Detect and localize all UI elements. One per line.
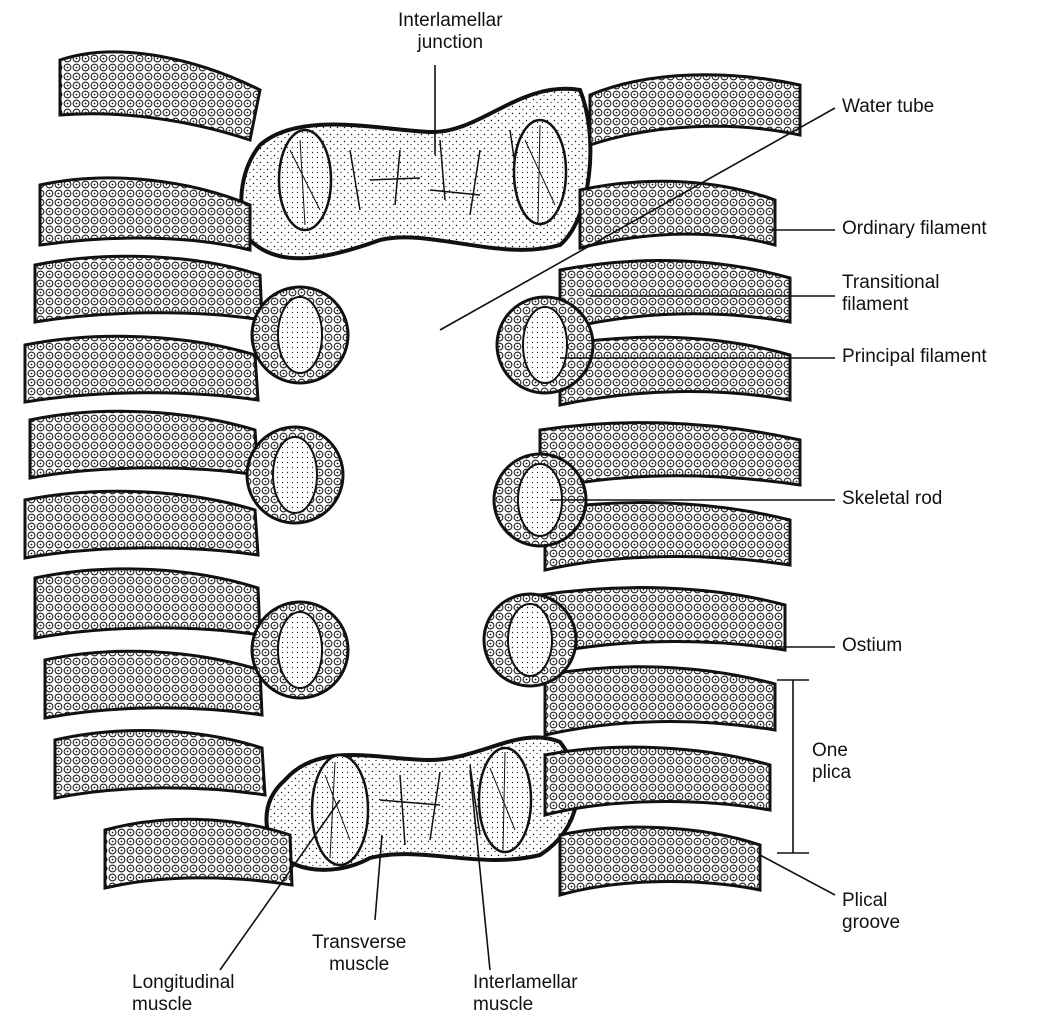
label-one-plica: One plica xyxy=(812,740,851,784)
label-transitional-filament: Transitional filament xyxy=(842,272,940,316)
label-transverse-muscle: Transverse muscle xyxy=(312,932,406,976)
lower-interlamellar-junction xyxy=(266,737,577,870)
label-principal-filament: Principal filament xyxy=(842,346,987,368)
label-ordinary-filament: Ordinary filament xyxy=(842,218,987,240)
leader-plical-groove xyxy=(760,855,835,895)
label-interlamellar-junction: Interlamellar junction xyxy=(398,10,503,54)
label-plical-groove: Plical groove xyxy=(842,890,900,934)
label-ostium: Ostium xyxy=(842,635,902,657)
label-longitudinal-muscle: Longitudinal muscle xyxy=(132,972,234,1016)
label-skeletal-rod: Skeletal rod xyxy=(842,488,942,510)
label-water-tube: Water tube xyxy=(842,96,934,118)
label-interlamellar-muscle: Interlamellar muscle xyxy=(473,972,578,1016)
upper-interlamellar-junction xyxy=(241,89,590,259)
